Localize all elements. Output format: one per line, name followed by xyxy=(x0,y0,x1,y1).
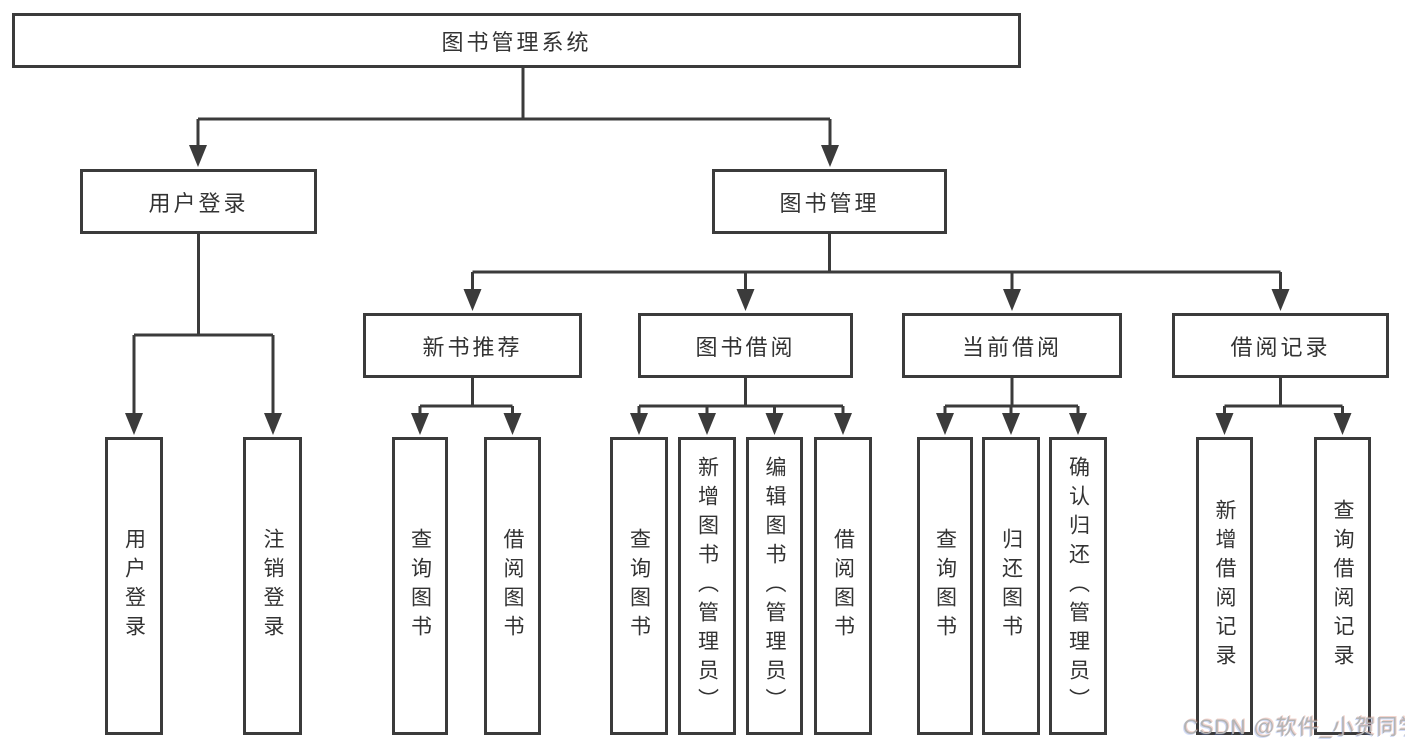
node-label: 查询图书 xyxy=(627,528,651,644)
arrowhead-icon xyxy=(1069,413,1087,435)
node-label: 图书借阅 xyxy=(695,334,796,360)
connector-login-to-leaves xyxy=(132,233,275,416)
connector-management-to-modules xyxy=(471,234,1282,292)
node-label: 当前借阅 xyxy=(961,334,1062,360)
csdn-watermark: CSDN @软件_小贺同学 xyxy=(1183,716,1405,739)
arrowhead-icon xyxy=(411,413,429,435)
node-label: 图书管理系统 xyxy=(441,29,592,55)
arrowhead-icon xyxy=(503,413,522,435)
leaf-query-books-recommend: 查询图书 xyxy=(392,437,448,735)
node-label: 查询图书 xyxy=(408,528,432,644)
node-book-management: 图书管理 xyxy=(712,169,947,234)
node-label: 借阅图书 xyxy=(501,528,524,644)
leaf-query-books-borrow: 查询图书 xyxy=(610,437,668,735)
leaf-query-books-current: 查询图书 xyxy=(917,437,973,735)
connector-borrow-to-leaves xyxy=(637,378,845,416)
leaf-user-login: 用户登录 xyxy=(105,437,163,735)
arrowhead-icon xyxy=(736,289,755,311)
leaf-borrow-books-recommend: 借阅图书 xyxy=(484,437,541,735)
node-label: 注销登录 xyxy=(261,528,284,644)
node-root-system: 图书管理系统 xyxy=(12,13,1021,68)
arrowhead-icon xyxy=(1003,289,1021,311)
node-label: 新增图书（管理员） xyxy=(695,455,719,717)
arrowhead-icon xyxy=(765,413,784,435)
node-label: 用户登录 xyxy=(122,528,146,644)
node-label: 图书管理 xyxy=(779,190,880,216)
leaf-query-borrow-record: 查询借阅记录 xyxy=(1314,437,1371,735)
node-label: 确认归还（管理员） xyxy=(1066,455,1090,717)
node-user-login: 用户登录 xyxy=(80,169,317,234)
arrowhead-icon xyxy=(834,413,852,435)
connector-records-to-leaves xyxy=(1223,378,1344,416)
node-label: 新增借阅记录 xyxy=(1213,499,1236,673)
arrowhead-icon xyxy=(1271,289,1290,311)
connector-recommend-to-leaves xyxy=(418,378,514,416)
arrowhead-icon xyxy=(1215,413,1234,435)
node-label: 编辑图书（管理员） xyxy=(763,455,786,717)
connector-current-to-leaves xyxy=(943,378,1080,416)
node-borrow-records: 借阅记录 xyxy=(1172,313,1389,378)
arrowhead-icon xyxy=(936,413,954,435)
arrowhead-icon xyxy=(125,413,143,435)
node-current-borrow: 当前借阅 xyxy=(902,313,1122,378)
arrowhead-icon xyxy=(189,145,207,167)
node-label: 新书推荐 xyxy=(422,334,523,360)
node-label: 用户登录 xyxy=(148,190,249,216)
node-new-book-recommend: 新书推荐 xyxy=(363,313,582,378)
node-book-borrow: 图书借阅 xyxy=(638,313,853,378)
leaf-borrow-books: 借阅图书 xyxy=(814,437,872,735)
leaf-logout: 注销登录 xyxy=(243,437,302,735)
leaf-edit-books-admin: 编辑图书（管理员） xyxy=(746,437,803,735)
node-label: 查询借阅记录 xyxy=(1331,499,1354,673)
node-label: 查询图书 xyxy=(933,528,957,644)
connector-root-to-level2 xyxy=(196,68,832,148)
arrowhead-icon xyxy=(821,145,839,167)
leaf-add-books-admin: 新增图书（管理员） xyxy=(678,437,736,735)
arrowhead-icon xyxy=(630,413,648,435)
arrowhead-icon xyxy=(463,289,482,311)
node-label: 借阅图书 xyxy=(831,528,855,644)
arrowhead-icon xyxy=(1333,413,1352,435)
leaf-return-books: 归还图书 xyxy=(982,437,1040,735)
leaf-confirm-return-admin: 确认归还（管理员） xyxy=(1049,437,1107,735)
arrowhead-icon xyxy=(1002,413,1020,435)
arrowhead-icon xyxy=(698,413,716,435)
node-label: 借阅记录 xyxy=(1230,334,1331,360)
node-label: 归还图书 xyxy=(999,528,1023,644)
leaf-add-borrow-record: 新增借阅记录 xyxy=(1196,437,1253,735)
arrowhead-icon xyxy=(264,413,282,435)
